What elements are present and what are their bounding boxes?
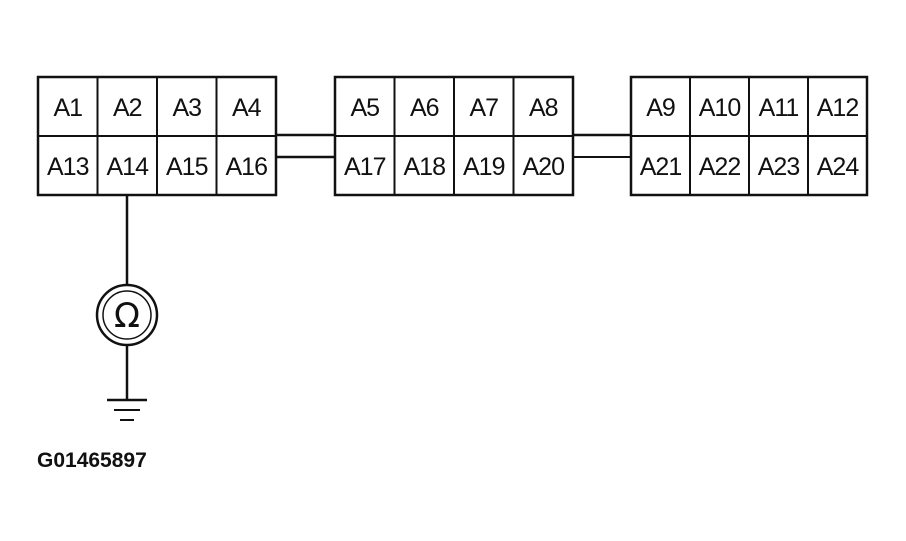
pin-label: A20: [523, 153, 565, 181]
harness-wire-1-2: [276, 133, 335, 159]
pin-label: A4: [232, 94, 262, 122]
pin-label: A21: [640, 153, 682, 181]
pin-label: A23: [758, 153, 800, 181]
connector-1: A1 A2 A3 A4 A13 A14 A15 A16: [36, 75, 278, 197]
pin-label: A11: [759, 94, 799, 122]
harness-wire-2-3: [573, 133, 631, 158]
figure-code: G01465897: [37, 449, 147, 472]
pin-label: A5: [350, 94, 379, 122]
pin-label: A13: [47, 153, 89, 181]
pin-label: A7: [469, 94, 498, 122]
pin-label: A19: [463, 153, 505, 181]
connector-2: A5 A6 A7 A8 A17 A18 A19 A20: [333, 75, 575, 197]
pin-label: A15: [166, 153, 208, 181]
ground-icon: [107, 398, 147, 421]
ohm-symbol: Ω: [114, 296, 140, 336]
pin-label: A10: [699, 94, 741, 122]
pin-label: A1: [53, 94, 82, 122]
pin-label: A3: [172, 94, 201, 122]
connector-3: A9 A10 A11 A12 A21 A22 A23 A24: [629, 75, 869, 197]
pin-label: A18: [404, 153, 446, 181]
pin-label: A2: [113, 94, 142, 122]
pin-label: A8: [529, 94, 558, 122]
pin-label: A17: [344, 153, 386, 181]
ohmmeter-icon: Ω: [95, 283, 159, 347]
pin-label: A16: [226, 153, 268, 181]
pin-label: A12: [817, 94, 859, 122]
pin-label: A24: [817, 153, 860, 181]
pin-label: A6: [410, 94, 439, 122]
pin-label: A9: [646, 94, 675, 122]
pin-label: A22: [699, 153, 741, 181]
pin-label: A14: [107, 153, 150, 181]
